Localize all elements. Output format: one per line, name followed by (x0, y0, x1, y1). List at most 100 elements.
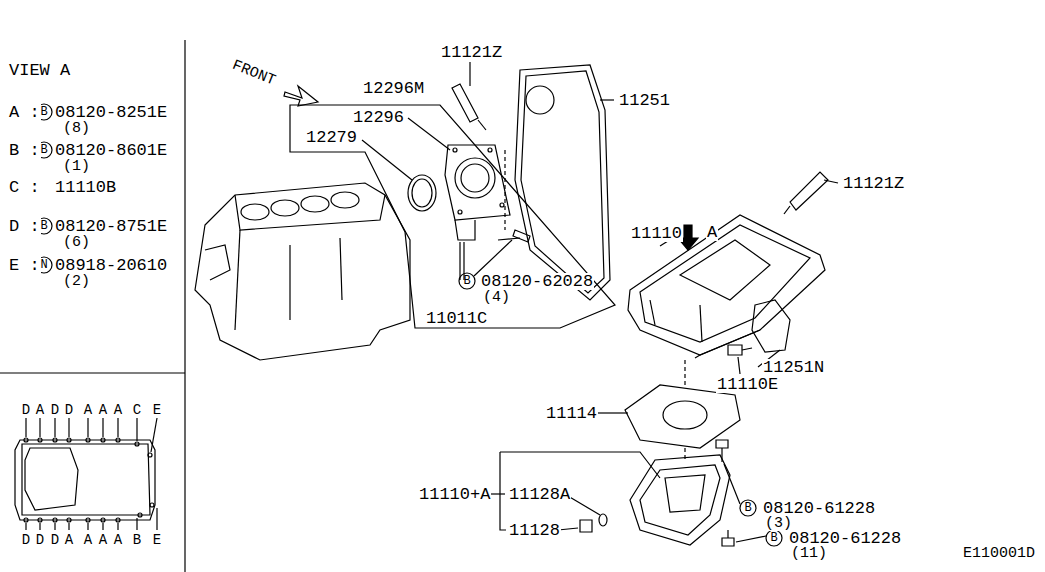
callout-number: FRONT (229, 57, 278, 89)
view-a-oil-pan (38, 438, 42, 442)
view-a-oil-pan (117, 418, 118, 437)
callout-number: A (113, 533, 123, 547)
upper-oil-pan (650, 300, 655, 325)
gasket-11114 (625, 385, 740, 448)
upper-oil-pan (700, 305, 702, 342)
sealant-tube (478, 120, 486, 130)
drain-plug (599, 514, 607, 526)
gasket-11251 (515, 65, 610, 300)
view-a-oil-pan (25, 448, 78, 510)
callout-number: E (152, 403, 162, 417)
view-a-oil-pan (24, 438, 28, 442)
gasket-11114 (625, 385, 740, 448)
seal-retainer (445, 145, 510, 220)
leader-line (568, 496, 600, 515)
view-a-oil-pan (156, 508, 157, 530)
callout-number: 08120-8251E (54, 104, 168, 121)
callout-number: (1) (62, 159, 91, 174)
view-a-oil-pan (102, 418, 103, 437)
upper-oil-pan (628, 215, 825, 358)
view-a-oil-pan (15, 440, 155, 520)
view-a-oil-pan (68, 523, 69, 530)
view-a-oil-pan (53, 518, 57, 522)
engine-block (271, 200, 299, 216)
engine-block (205, 245, 230, 280)
bolt-11110e (742, 348, 752, 350)
leader-line (469, 62, 470, 86)
seal-retainer (445, 145, 510, 240)
dashed-guide (684, 448, 685, 462)
circled-letter: B (769, 532, 778, 544)
view-a-oil-pan (101, 438, 105, 442)
callout-number: 11114 (545, 405, 598, 422)
leader-line (600, 99, 614, 100)
leader-line (738, 357, 740, 374)
cover-11251n (752, 300, 790, 352)
callout-number: A (98, 403, 108, 417)
view-a-oil-pan (39, 418, 40, 437)
lower-oil-pan (630, 455, 730, 545)
view-a-oil-pan (136, 418, 137, 441)
view-a-oil-pan (25, 418, 26, 437)
callout-number: 11110E (716, 376, 779, 393)
callout-number: 11128 (508, 522, 561, 539)
panel-divider (184, 40, 185, 572)
view-a-oil-pan (54, 523, 55, 530)
callout-number: 08120-61228 (788, 530, 902, 547)
front-arrow (284, 86, 318, 106)
callout-number: A (83, 403, 93, 417)
circle-symbol (459, 273, 475, 289)
bolt-11110e (728, 345, 742, 355)
gasket-11114 (663, 401, 707, 429)
pan-bolt (716, 440, 734, 546)
sealant-tube (452, 84, 478, 122)
view-a-oil-pan (86, 518, 90, 522)
view-a-oil-pan (116, 438, 120, 442)
leader-line (724, 464, 740, 504)
circled-letter: N (39, 259, 48, 271)
lower-oil-pan (640, 465, 720, 535)
callout-number: A (98, 533, 108, 547)
view-a-oil-pan (138, 513, 142, 517)
callout-number: D (21, 533, 31, 547)
callout-number: D (21, 403, 31, 417)
leader-line (362, 62, 838, 542)
seal-retainer (500, 203, 504, 207)
callout-number: A (113, 403, 123, 417)
pan-bolt (716, 440, 728, 448)
oil-seal-bracket (290, 105, 615, 328)
view-a-oil-pan (151, 418, 157, 452)
dashed-guide (684, 360, 685, 462)
view-a-oil-pan (102, 523, 103, 530)
bolt-11110e (728, 345, 752, 355)
lower-oil-pan (665, 475, 705, 512)
callout-number: (4) (482, 290, 511, 305)
engine-block (235, 195, 385, 230)
view-a-oil-pan (15, 418, 157, 530)
callout-number: (11) (790, 546, 828, 561)
view-a-oil-pan (68, 418, 69, 437)
view-a-oil-pan (117, 523, 118, 530)
callout-number: B (132, 533, 142, 547)
oil-seal-bracket (290, 105, 615, 328)
view-a-oil-pan (54, 418, 55, 437)
callout-number: E : (8, 257, 41, 274)
gasket-11251 (515, 65, 610, 300)
engine-block (340, 238, 342, 300)
callout-number: A : (8, 104, 41, 121)
upper-oil-pan (640, 225, 810, 342)
stud-and-bolt (498, 238, 520, 240)
callout-number: (8) (62, 121, 91, 136)
view-a-oil-pan (67, 438, 71, 442)
pan-bolt (727, 530, 728, 538)
callout-number: D (35, 533, 45, 547)
callout-number: E110001D (962, 546, 1036, 561)
seal-retainer (488, 148, 492, 152)
rear-oil-seal (412, 179, 432, 207)
engine-block (195, 183, 410, 360)
circle-symbol (766, 530, 782, 546)
view-a-oil-pan (87, 418, 88, 437)
callout-number: (3) (764, 516, 793, 531)
callout-number: B : (8, 142, 41, 159)
callout-number: 11251 (618, 92, 671, 109)
